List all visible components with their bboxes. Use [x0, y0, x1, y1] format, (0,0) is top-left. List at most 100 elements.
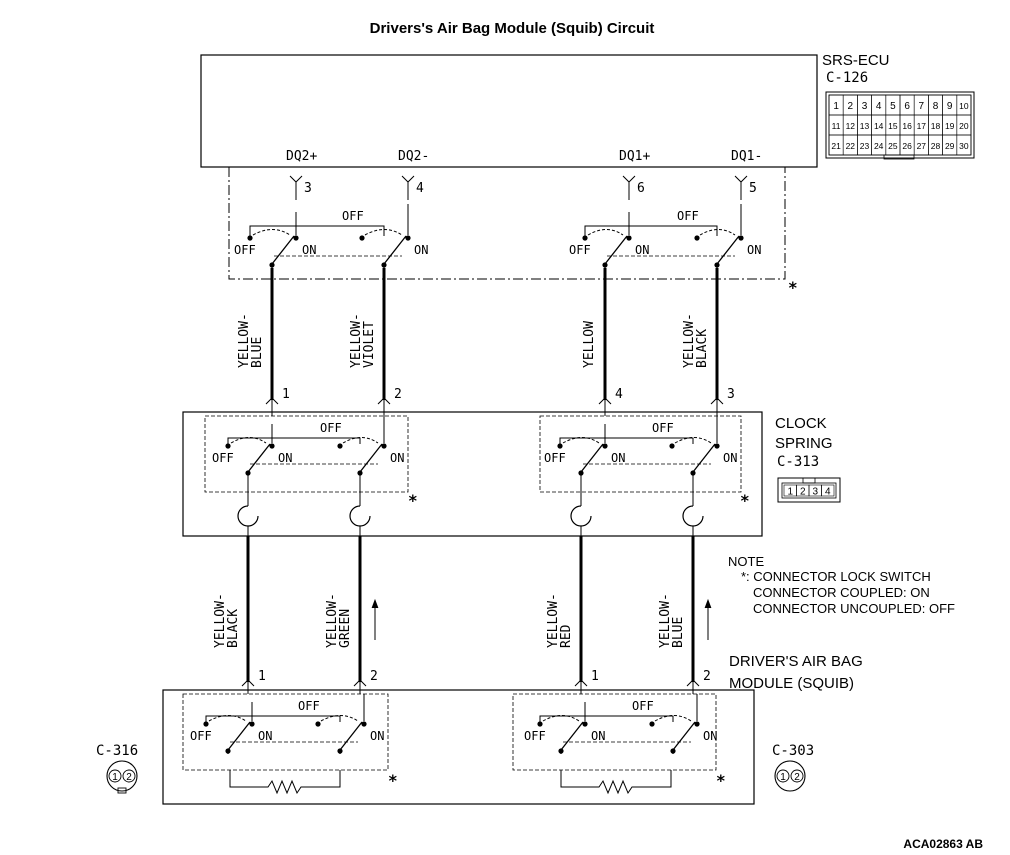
clock-spring-label-1: CLOCK	[775, 415, 827, 432]
switch-cs-b-left-off-label: OFF	[544, 451, 566, 465]
switch-ecu-b-right-blade	[716, 235, 740, 265]
c126-pin-17: 17	[917, 121, 927, 131]
c126-pin-28: 28	[931, 141, 941, 151]
switch-cs-b-right-off-contact	[669, 443, 675, 449]
connector-c316-id: C-316	[96, 743, 138, 759]
lower-wire-2-color-2: GREEN	[338, 609, 353, 648]
ecu-terminal-1-signal: DQ2+	[286, 149, 317, 164]
c313-pin-3: 3	[812, 487, 818, 498]
switch-ecu-a-left-on-label: ON	[302, 243, 316, 257]
switch-cs-b-cross-wire	[559, 437, 694, 446]
c126-pin-13: 13	[860, 121, 870, 131]
switch-ecu-a-right-off-contact	[359, 235, 365, 241]
upper-wire-2-color-2: VIOLET	[362, 321, 377, 368]
switch-ecu-a-left-arc	[252, 229, 291, 236]
module-switch-housing-right	[512, 693, 717, 771]
switch-ecu-b-right-on-label: ON	[747, 243, 761, 257]
switch-mod-b-right-off-contact	[649, 721, 655, 727]
note-heading: NOTE	[728, 554, 764, 569]
c126-pin-7: 7	[919, 101, 925, 112]
switch-ecu-b-right-on-contact	[738, 235, 744, 241]
c126-pin-29: 29	[945, 141, 955, 151]
switch-cs-b-right-off-label: OFF	[652, 421, 674, 435]
clock-spring-coil-3	[570, 505, 592, 527]
switch-cs-a-right-on-contact	[381, 443, 387, 449]
ecu-terminal-1-pin: 3	[304, 181, 312, 196]
upper-wire-4-color-1: YELLOW-	[682, 313, 697, 368]
c126-pin-2: 2	[848, 101, 854, 112]
module-switch-housing-left	[182, 693, 389, 771]
clock-spring-coil-2	[349, 505, 371, 527]
switch-cs-b-right-on-contact	[714, 443, 720, 449]
c316-pin-2: 2	[126, 772, 132, 783]
lower-wire-1-color-1: YELLOW-	[213, 593, 228, 648]
switch-cs-a-left-off-label: OFF	[212, 451, 234, 465]
current-arrow-1	[371, 598, 379, 609]
c313-pin-4: 4	[825, 487, 831, 498]
upper-wire-1-pin: 1	[282, 387, 290, 402]
switch-ecu-b-right-off-label: OFF	[677, 209, 699, 223]
ecu-terminal-2-mark	[401, 175, 415, 183]
c313-pin-2: 2	[800, 487, 806, 498]
switch-mod-b-left-blade	[560, 721, 584, 751]
switch-cs-a-left-blade	[247, 443, 271, 473]
lower-wire-1-color-2: BLACK	[226, 609, 241, 648]
ecu-terminal-2-signal: DQ2-	[398, 149, 429, 164]
lower-wire-1-pin: 1	[258, 669, 266, 684]
current-arrow-2	[704, 598, 712, 609]
lower-wire-2-color-1: YELLOW-	[325, 593, 340, 648]
module-label-1: DRIVER'S AIR BAG	[729, 653, 863, 670]
switch-ecu-a-left-blade	[271, 235, 295, 265]
switch-ecu-b-cross-wire	[584, 225, 718, 238]
c126-pin-22: 22	[846, 141, 856, 151]
switch-mod-a-left-on-contact	[249, 721, 255, 727]
switch-mod-a-cross-wire	[205, 715, 341, 724]
ecu-terminal-1-mark	[289, 175, 303, 183]
switch-mod-a-right-on-contact	[361, 721, 367, 727]
c126-pin-4: 4	[876, 101, 882, 112]
switch-ecu-b-right-off-contact	[694, 235, 700, 241]
diagram-title: Drivers's Air Bag Module (Squib) Circuit	[370, 20, 655, 37]
ecu-terminal-3-mark	[622, 175, 636, 183]
switch-mod-a-left-arc	[208, 715, 247, 722]
switch-mod-a-left-off-label: OFF	[190, 729, 212, 743]
lower-wire-3-color-2: RED	[559, 624, 574, 648]
switch-mod-b-left-off-label: OFF	[524, 729, 546, 743]
c126-pin-21: 21	[831, 141, 841, 151]
note-line-3: CONNECTOR UNCOUPLED: OFF	[753, 601, 955, 616]
c126-pin-24: 24	[874, 141, 884, 151]
ecu-terminal-2-pin: 4	[416, 181, 424, 196]
switch-ecu-a-right-arc	[364, 229, 403, 236]
cs-lock-mark-right: *	[740, 491, 750, 510]
upper-wire-4-color-2: BLACK	[695, 329, 710, 368]
c303-pin-1: 1	[780, 772, 786, 783]
switch-cs-b-left-on-contact	[602, 443, 608, 449]
c126-pin-25: 25	[888, 141, 898, 151]
switch-ecu-b-left-arc	[587, 229, 624, 236]
c126-pin-27: 27	[917, 141, 927, 151]
cs-lock-mark-left: *	[408, 491, 418, 510]
c126-pin-10: 10	[959, 101, 969, 111]
connector-c303-id: C-303	[772, 743, 814, 759]
switch-mod-b-right-on-contact	[694, 721, 700, 727]
switch-mod-b-right-on-label: ON	[703, 729, 717, 743]
switch-cs-a-left-on-label: ON	[278, 451, 292, 465]
note-line-1: *: CONNECTOR LOCK SWITCH	[741, 569, 931, 584]
clock-spring-switch-housing-left	[204, 415, 409, 493]
switch-mod-b-left-on-contact	[582, 721, 588, 727]
switch-mod-a-right-arc	[320, 715, 359, 722]
clock-spring-box	[182, 411, 763, 537]
switch-mod-b-cross-wire	[539, 715, 674, 724]
mod-lock-mark-left: *	[388, 771, 398, 790]
clock-spring-label-2: SPRING	[775, 435, 833, 452]
c126-pin-5: 5	[890, 101, 896, 112]
clock-spring-switch-housing-right	[539, 415, 742, 493]
c126-pin-16: 16	[902, 121, 912, 131]
c126-pin-6: 6	[904, 101, 910, 112]
srs-ecu-box	[200, 54, 818, 168]
c126-pin-20: 20	[959, 121, 969, 131]
switch-cs-a-right-on-label: ON	[390, 451, 404, 465]
upper-wire-2-pin: 2	[394, 387, 402, 402]
